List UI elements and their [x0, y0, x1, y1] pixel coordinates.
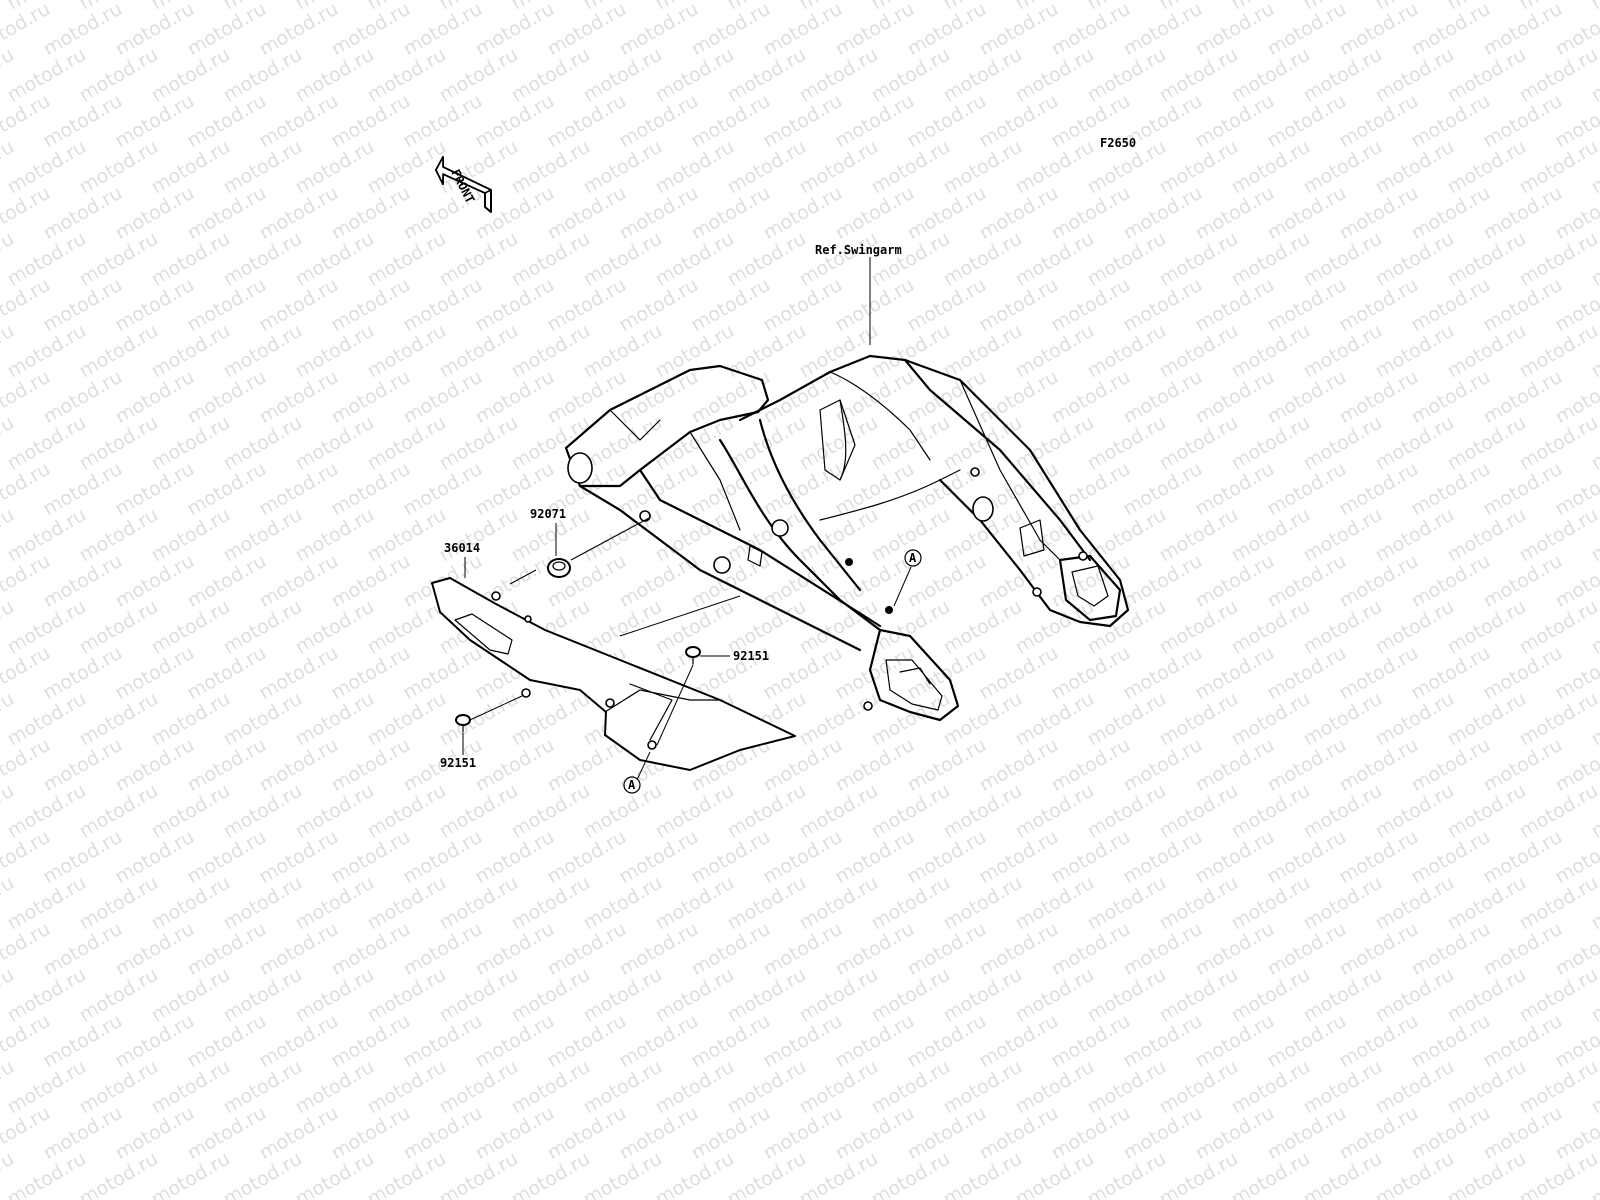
watermark-text: motod.ru: [1588, 0, 1600, 14]
ref-a-lower-label: A: [628, 778, 636, 792]
ref-a-upper-label: A: [909, 551, 917, 565]
ref-a-upper: A: [904, 549, 922, 567]
label-part-92071: 92071: [530, 507, 566, 521]
chain-guard-36014: [431, 577, 796, 771]
collar-92071: [547, 558, 571, 578]
figure-code: F2650: [1100, 136, 1136, 150]
label-part-36014: 36014: [444, 541, 480, 555]
bolt-92151-upper: [685, 646, 701, 665]
label-part-92151-upper: 92151: [733, 649, 769, 663]
label-part-92151-lower: 92151: [440, 756, 476, 770]
swingarm: [564, 354, 1130, 722]
label-ref-swingarm: Ref.Swingarm: [815, 243, 902, 257]
ref-a-lower: A: [623, 776, 641, 794]
leader-lines: [462, 257, 912, 783]
